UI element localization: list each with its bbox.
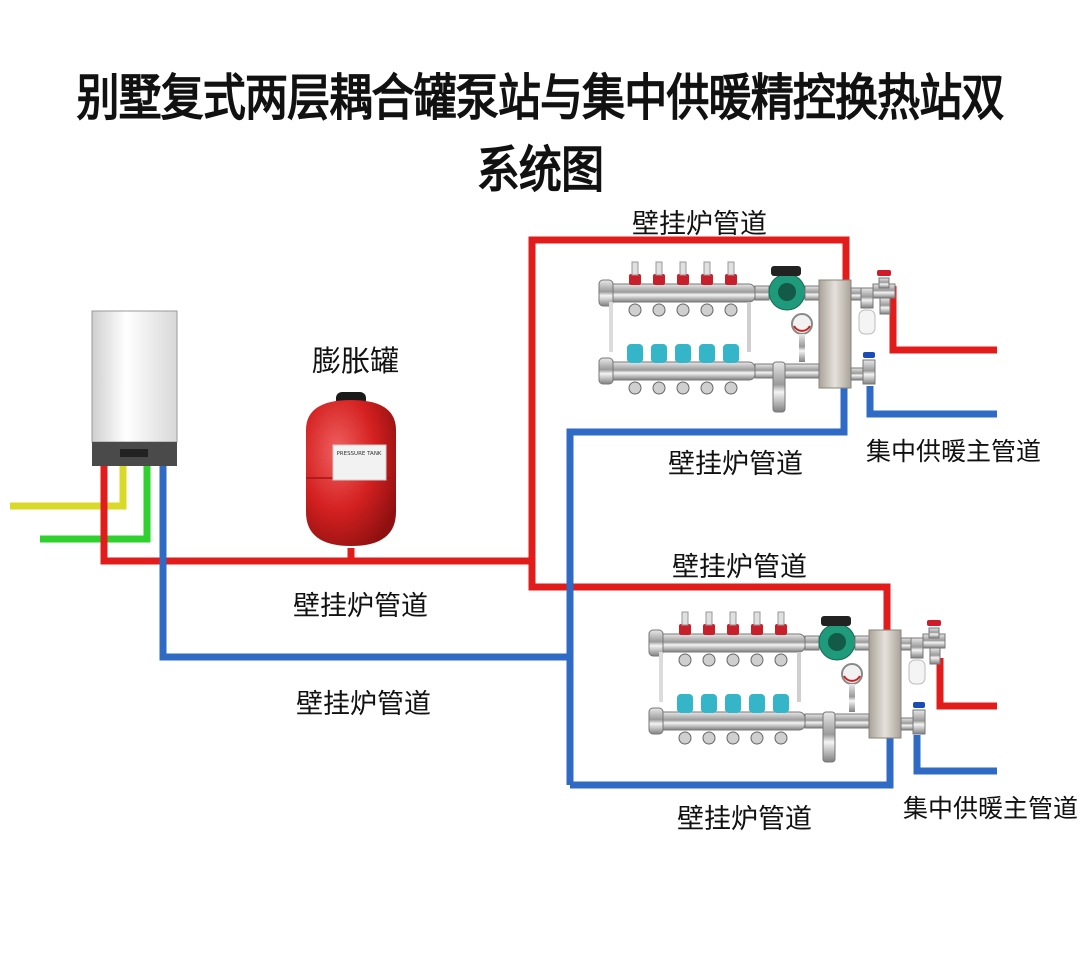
upper-heat-exchange-station <box>598 261 896 413</box>
pipe-label-main-supply: 壁挂炉管道 <box>293 591 428 622</box>
cold-water-pipe <box>40 466 151 543</box>
boiler-supply-pipe <box>100 236 891 638</box>
expansion-tank-label: 膨胀罐 <box>312 344 400 378</box>
pipe-label-main-return: 壁挂炉管道 <box>296 689 431 720</box>
central-heating-main-label-2: 集中供暖主管道 <box>903 794 1079 823</box>
lower-heat-exchange-station <box>648 611 946 763</box>
central-heating-supply-2 <box>936 658 997 710</box>
gas-pipe <box>10 466 127 510</box>
central-heating-return-2 <box>913 735 997 775</box>
pipe-label-upper-return: 壁挂炉管道 <box>668 449 803 480</box>
pipe-label-lower-supply: 壁挂炉管道 <box>672 552 807 583</box>
pipe-label-upper-supply: 壁挂炉管道 <box>632 209 767 240</box>
diagram-title: 别墅复式两层耦合罐泵站与集中供暖精控换热站双系统图 <box>76 69 1004 199</box>
central-heating-main-label-1: 集中供暖主管道 <box>866 437 1042 466</box>
boiler-return-pipe <box>159 378 894 789</box>
expansion-tank: PRESSURE TANK <box>306 392 396 546</box>
pipe-label-lower-return: 壁挂炉管道 <box>677 804 812 835</box>
central-heating-supply-1 <box>889 286 997 354</box>
wall-hung-boiler <box>91 310 178 466</box>
central-heating-return-1 <box>866 386 997 418</box>
tank-nameplate: PRESSURE TANK <box>336 451 381 457</box>
